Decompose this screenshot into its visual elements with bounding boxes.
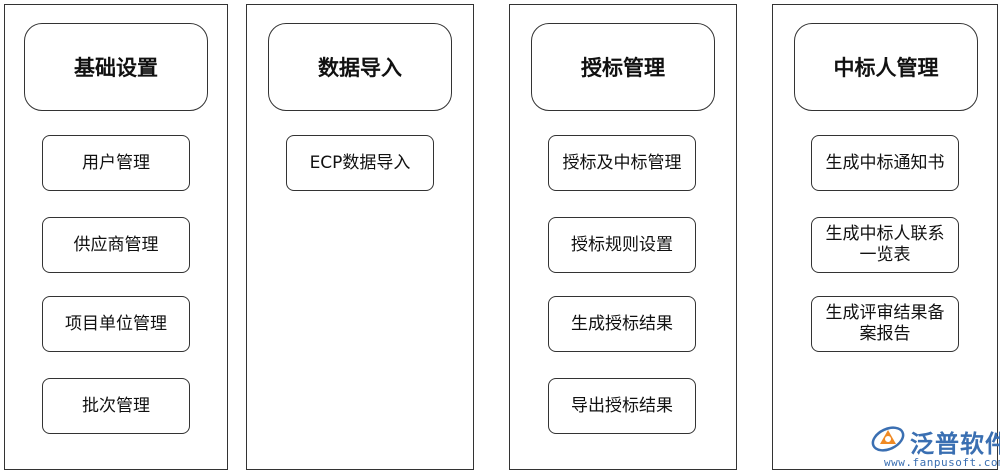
header-award-management: 授标管理 <box>531 23 715 111</box>
header-data-import: 数据导入 <box>268 23 452 111</box>
item-generate-award-result: 生成授标结果 <box>548 296 696 352</box>
header-basic-settings: 基础设置 <box>24 23 208 111</box>
column-award-management: 授标管理 授标及中标管理 授标规则设置 生成授标结果 导出授标结果 <box>509 4 737 470</box>
item-user-management: 用户管理 <box>42 135 190 191</box>
logo-name: 泛普软件 <box>910 430 1000 458</box>
item-supplier-management: 供应商管理 <box>42 217 190 273</box>
item-export-award-result: 导出授标结果 <box>548 378 696 434</box>
item-award-and-winning-management: 授标及中标管理 <box>548 135 696 191</box>
item-generate-winner-contact-list: 生成中标人联系一览表 <box>811 217 959 273</box>
item-generate-review-filing-report: 生成评审结果备案报告 <box>811 296 959 352</box>
fanpu-logo-mark-icon <box>871 426 905 452</box>
column-data-import: 数据导入 ECP数据导入 <box>246 4 474 470</box>
header-winner-management: 中标人管理 <box>794 23 978 111</box>
item-award-rule-settings: 授标规则设置 <box>548 217 696 273</box>
fanpu-logo: 泛普软件 www.fanpusoft.com <box>870 418 1000 472</box>
item-ecp-data-import: ECP数据导入 <box>286 135 434 191</box>
item-project-unit-management: 项目单位管理 <box>42 296 190 352</box>
item-batch-management: 批次管理 <box>42 378 190 434</box>
item-generate-winning-notice: 生成中标通知书 <box>811 135 959 191</box>
logo-url: www.fanpusoft.com <box>884 456 1000 469</box>
column-basic-settings: 基础设置 用户管理 供应商管理 项目单位管理 批次管理 <box>4 4 228 470</box>
column-winner-management: 中标人管理 生成中标通知书 生成中标人联系一览表 生成评审结果备案报告 <box>772 4 998 470</box>
